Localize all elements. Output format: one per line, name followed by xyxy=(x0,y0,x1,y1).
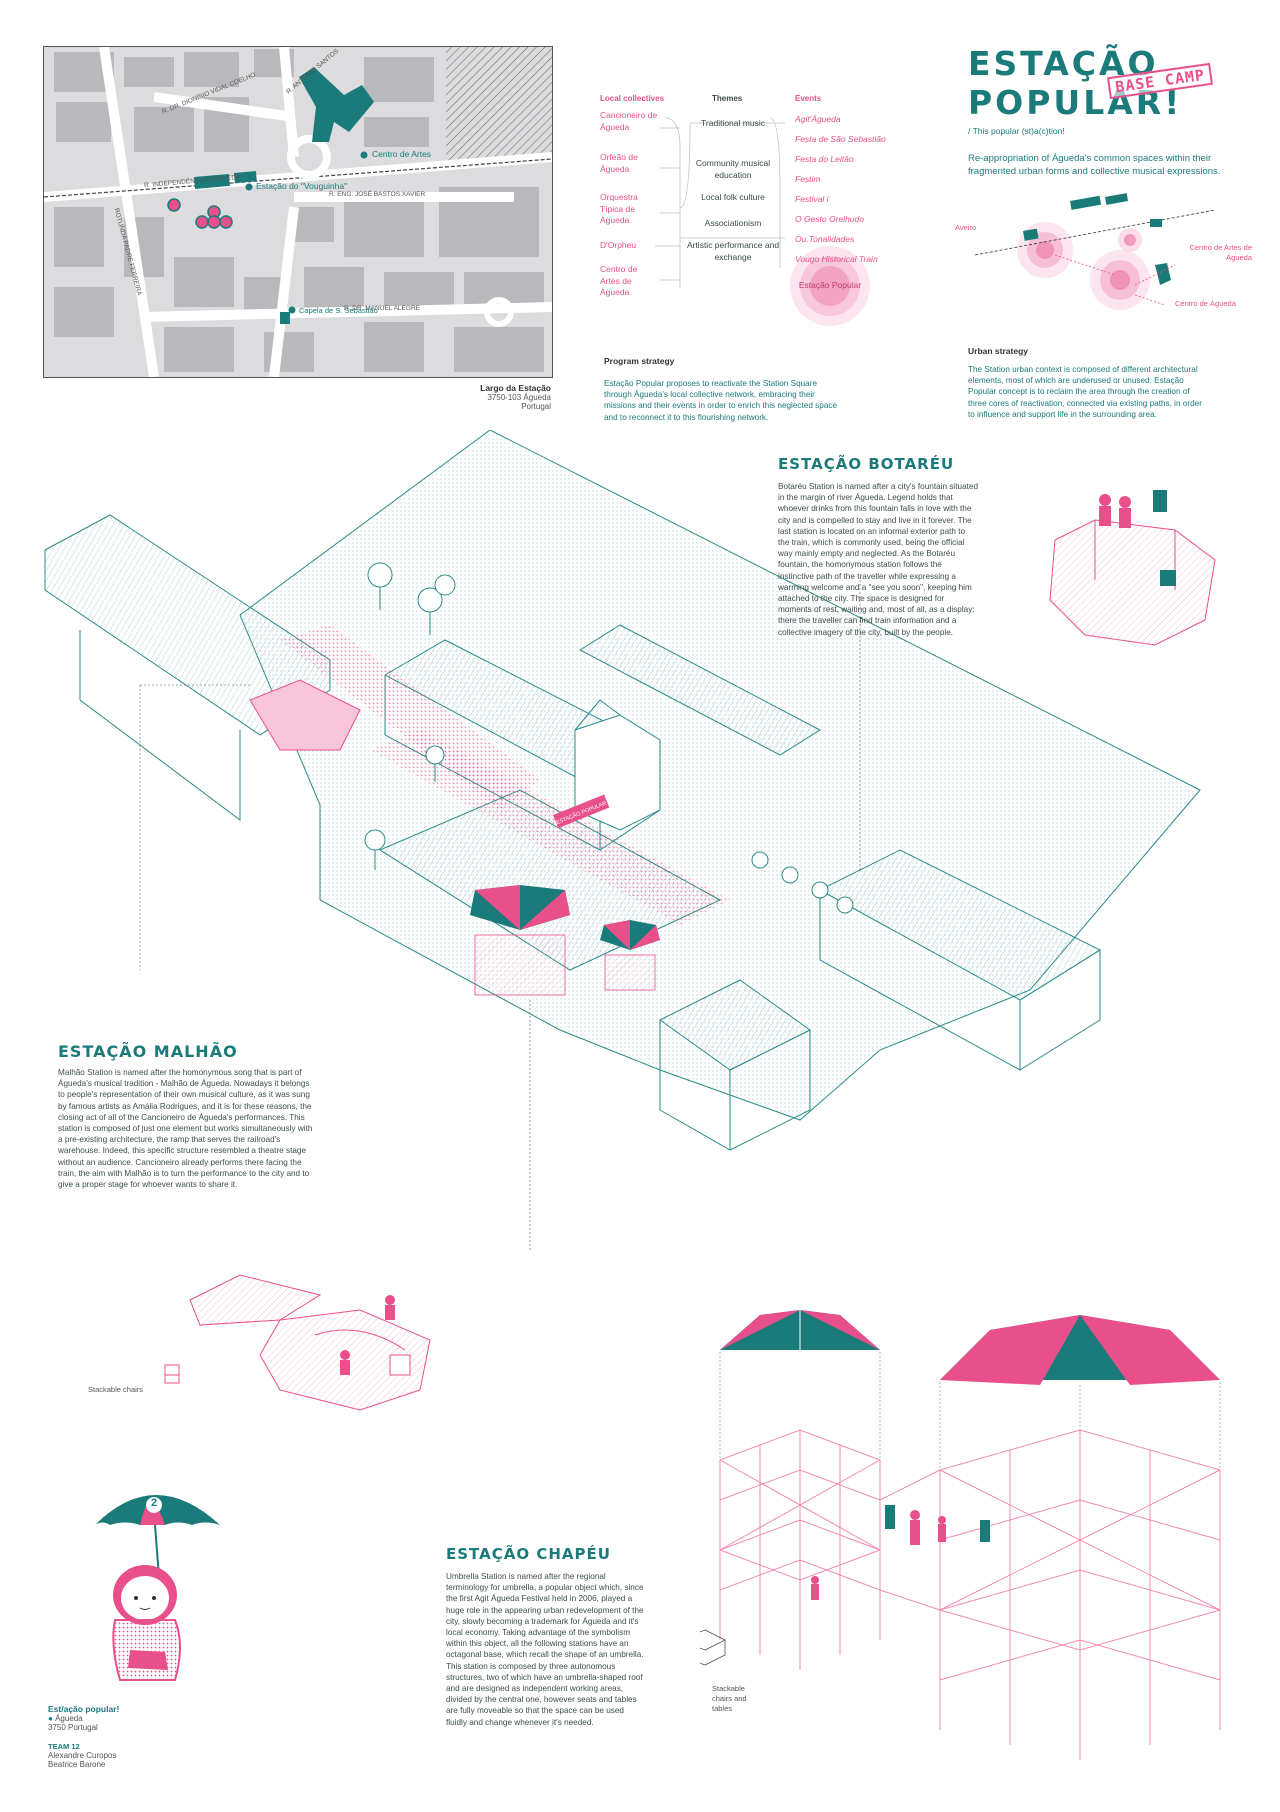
botareu-illustration xyxy=(1049,490,1216,646)
program-text: Estação Popular proposes to reactivate t… xyxy=(604,379,838,422)
map-graphic xyxy=(44,47,552,377)
event-item: Vougo Historical Train xyxy=(795,254,878,264)
event-item: Ou.Tonalidades xyxy=(795,234,855,244)
event-item: O Gesto Orelhudo xyxy=(795,214,864,224)
umbrella-small xyxy=(720,1310,880,1350)
theme-item: Associationism xyxy=(704,218,762,228)
place-centro-artes: Centro de Artes xyxy=(372,149,432,159)
umbrella-large xyxy=(940,1315,1220,1385)
chapeu-label: Stackable chairs and tables xyxy=(712,1684,747,1713)
map-address: Largo da Estação 3750-103 Águeda Portuga… xyxy=(400,383,551,411)
urban-strategy: Urban strategy The Station urban context… xyxy=(968,346,1208,420)
theme-item: Artistic performance and exchange xyxy=(686,240,780,262)
col-events: Events xyxy=(795,94,822,103)
urban-label-centro-artes: Centro de Artes de Águeda xyxy=(1189,243,1252,262)
footer-place: ● Águeda xyxy=(48,1714,208,1723)
theme-item: Traditional music xyxy=(701,118,765,128)
event-item: Festival i xyxy=(795,194,829,204)
urban-diagram: Aveiro Centro de Artes de Águeda Centro … xyxy=(955,185,1255,315)
footer-member: Beatrice Barone xyxy=(48,1760,106,1769)
address-line: Largo da Estação xyxy=(480,383,551,393)
footer-postal: 3750 Portugal xyxy=(48,1723,98,1732)
plaza-umbrella-small xyxy=(600,920,660,991)
col-themes: Themes xyxy=(712,94,743,103)
address-line: Portugal xyxy=(521,402,551,411)
diagram-lines xyxy=(655,117,870,326)
botareu-title: ESTAÇÃO BOTARÉU xyxy=(778,455,955,473)
footer-member: Alexandre Curopos xyxy=(48,1751,117,1760)
malhao-illustration xyxy=(164,1274,431,1411)
street-label: R. ENG. JOSÉ BASTOS XAVIER xyxy=(329,191,426,198)
urban-diagram-graphic xyxy=(974,193,1216,310)
section-botareu: ESTAÇÃO BOTARÉU Botaréu Station is named… xyxy=(778,455,978,638)
footer-place-text: Águeda xyxy=(55,1714,83,1723)
title-subtitle: / This popular (st)a(c)tion! xyxy=(968,126,1065,136)
collective-item: Orfeão de Águeda xyxy=(600,152,638,174)
footer-block: Est/ação popular! ● Águeda 3750 Portugal… xyxy=(48,1704,208,1769)
chapeu-illustration xyxy=(700,1310,1221,1760)
malhao-text: Malhão Station is named after the homony… xyxy=(58,1068,313,1190)
footer-team: TEAM 12 xyxy=(48,1742,80,1751)
title-tagline: Re-appropriation of Águeda's common spac… xyxy=(968,153,1221,177)
urban-label-aveiro: Aveiro xyxy=(955,223,977,232)
event-item: Festim xyxy=(795,174,821,184)
plaza-umbrella-large xyxy=(470,885,570,996)
chapeu-text: Umbrella Station is named after the regi… xyxy=(446,1572,644,1727)
urban-label-centro-agueda: Centro de Águeda xyxy=(1175,299,1236,308)
theme-item: Community musical education xyxy=(695,158,771,180)
location-map: R. DR. DIONÍSIO VIDAL COELHO R. ANTÓNIO … xyxy=(43,46,553,378)
malhao-label: Stackable chairs xyxy=(88,1385,144,1394)
event-item: Agit'Águeda xyxy=(795,114,841,124)
collective-item: D'Orpheu xyxy=(600,240,637,250)
col-collectives: Local collectives xyxy=(600,94,665,103)
collective-item: Orquestra Típica de Águeda xyxy=(600,192,638,225)
collective-item: Cancioneiro de Águeda xyxy=(600,110,658,132)
chapeu-title: ESTAÇÃO CHAPÉU xyxy=(446,1545,611,1563)
pin-icon: ● xyxy=(48,1714,53,1723)
event-item: Festa de São Sebastião xyxy=(795,134,886,144)
section-chapeu: ESTAÇÃO CHAPÉU Umbrella Station is named… xyxy=(446,1545,646,1728)
theme-item: Local folk culture xyxy=(701,192,765,202)
footer-title: Est/ação popular! xyxy=(48,1704,120,1714)
collective-item: Centro de Artes de Águeda xyxy=(600,264,638,297)
axonometric-drawing: ESTAÇÃO POPULAR xyxy=(44,430,1201,1250)
place-capela: Capela de S. Sebastião xyxy=(299,306,378,315)
title-block: ESTAÇÃO POPULAR! BASE CAMP / This popula… xyxy=(968,44,1258,178)
malhao-title: ESTAÇÃO MALHÃO xyxy=(58,1042,238,1061)
section-malhao: ESTAÇÃO MALHÃO Malhão Station is named a… xyxy=(58,1042,313,1190)
network-diagram: Local collectives Themes Events Cancione… xyxy=(600,88,900,358)
event-item: Festa do Leitão xyxy=(795,154,854,164)
mascot-illustration xyxy=(95,1495,220,1681)
place-estacao: Estação do "Vouguinha" xyxy=(256,181,348,191)
address-line: 3750-103 Águeda xyxy=(487,393,551,402)
urban-title: Urban strategy xyxy=(968,346,1028,356)
center-node: Estação Popular xyxy=(798,280,862,290)
urban-text: The Station urban context is composed of… xyxy=(968,365,1202,419)
program-title: Program strategy xyxy=(604,356,675,366)
mascot-number: 2 xyxy=(150,1497,158,1509)
street-label: R. DR. MANUEL ALEGRE xyxy=(344,305,420,312)
program-strategy: Program strategy Estação Popular propose… xyxy=(604,356,844,423)
botareu-text: Botaréu Station is named after a city's … xyxy=(778,482,978,637)
centro-artes-building xyxy=(299,67,374,142)
